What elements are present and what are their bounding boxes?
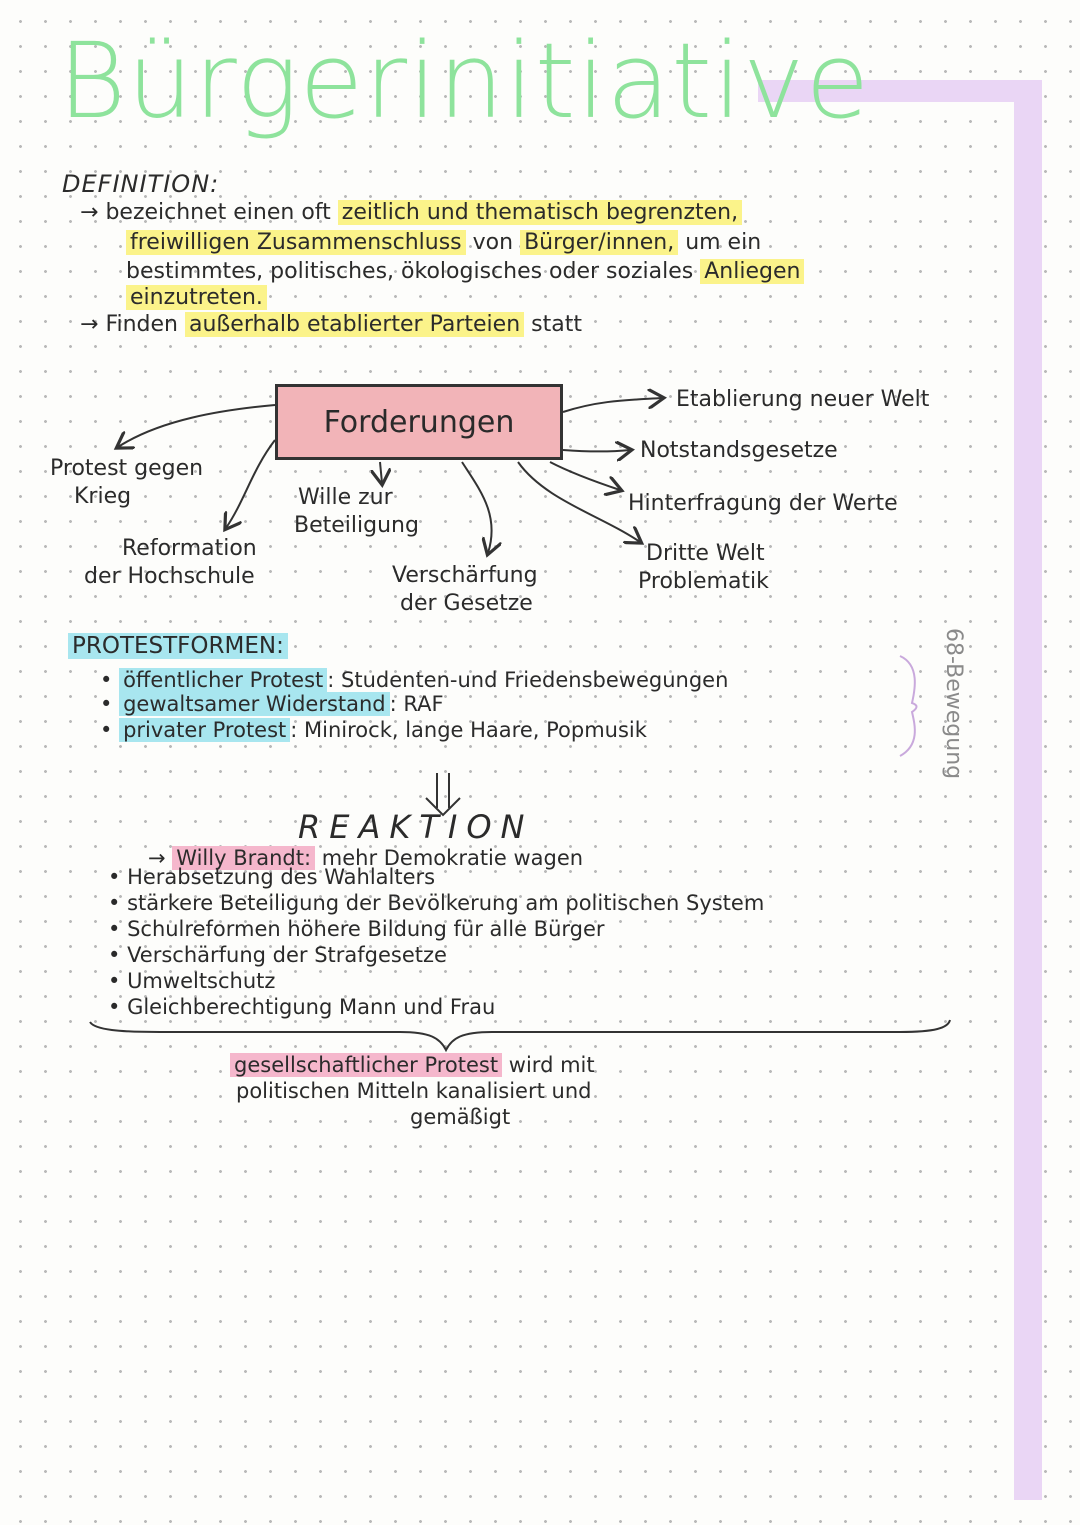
conclusion-highlight: gesellschaftlicher Protest: [230, 1053, 503, 1077]
connector-wille: [380, 461, 382, 483]
side-bracket: [899, 655, 918, 757]
protestform-term: gewaltsamer Widerstand: [119, 692, 390, 716]
protestform-detail: : Minirock, lange Haare, Popmusik: [290, 718, 647, 742]
node-line: Verschärfung: [392, 563, 538, 588]
node-line: Beteiligung: [294, 513, 419, 538]
arrow-right-icon: →: [148, 846, 166, 870]
definition-text: bezeichnet einen oft: [105, 200, 331, 225]
definition-highlight: einzutreten.: [126, 285, 267, 310]
node-line: Wille zur: [298, 485, 393, 510]
connector-verschaerfung: [461, 461, 492, 553]
forderungen-label: Forderungen: [323, 404, 515, 440]
conclusion-line-2: politischen Mitteln kanalisiert und: [236, 1079, 592, 1103]
arrow-right-icon: →: [80, 312, 99, 337]
reaktion-item-text: stärkere Beteiligung der Bevölkerung am …: [127, 891, 765, 915]
protestform-term: öffentlicher Protest: [119, 668, 328, 692]
definition-highlight: außerhalb etablierter Parteien: [185, 312, 525, 337]
page-title: Bürgerinitiative: [58, 20, 871, 142]
connector-hinterfragung: [549, 461, 620, 490]
definition-text: statt: [531, 312, 582, 337]
reaktion-item: • Herabsetzung des Wahlalters: [108, 865, 436, 889]
conclusion-text: wird mit: [508, 1053, 595, 1077]
reaktion-item: • Umweltschutz: [108, 969, 276, 993]
definition-highlight: Bürger/innen,: [520, 230, 679, 255]
protestformen-label: PROTESTFORMEN:: [68, 633, 288, 659]
definition-highlight: zeitlich und thematisch begrenzten,: [337, 200, 743, 225]
node-line: Problematik: [638, 569, 769, 594]
connector-notstand: [562, 450, 630, 452]
definition-text: von: [472, 230, 514, 255]
definition-line-1: → bezeichnet einen oft zeitlich und them…: [80, 200, 743, 225]
reaktion-item: • Gleichberechtigung Mann und Frau: [108, 995, 496, 1019]
node-line: Dritte Welt: [646, 541, 765, 566]
node-line: Reformation: [122, 536, 257, 561]
reaktion-title: REAKTION: [298, 808, 534, 846]
protestformen-heading: PROTESTFORMEN:: [68, 633, 288, 659]
reaktion-arrow-lines: [425, 773, 461, 817]
definition-line-4: einzutreten.: [126, 285, 267, 310]
definition-text: bestimmtes, politisches, ökologisches od…: [126, 259, 694, 284]
forderungen-box: Forderungen: [275, 384, 563, 460]
reaktion-item-text: Herabsetzung des Wahlalters: [127, 865, 436, 889]
reaktion-lead-text: mehr Demokratie wagen: [321, 846, 584, 870]
connector-dritte-welt: [517, 461, 640, 542]
side-label-68-bewegung: 68-Bewegung: [941, 628, 966, 780]
protestform-term: privater Protest: [119, 718, 291, 742]
reaktion-item: • Verschärfung der Strafgesetze: [108, 943, 447, 967]
node-etablierung-neuer-welt: Etablierung neuer Welt: [676, 387, 930, 412]
reaktion-item: • Schulreformen höhere Bildung für alle …: [108, 917, 605, 941]
protestform-detail: : Studenten-und Friedensbewegungen: [327, 668, 729, 692]
reaktion-lead-name: Willy Brandt:: [172, 846, 316, 870]
node-hinterfragung-werte: Hinterfragung der Werte: [628, 491, 898, 516]
node-reformation-hochschule: Reformation der Hochschule: [84, 535, 257, 591]
node-notstandsgesetze: Notstandsgesetze: [640, 438, 838, 463]
conclusion-line-3: gemäßigt: [410, 1105, 511, 1129]
protestform-item: • öffentlicher Protest: Studenten-und Fr…: [100, 668, 728, 692]
reaktion-item-text: Schulreformen höhere Bildung für alle Bü…: [127, 917, 605, 941]
definition-text: um ein: [685, 230, 762, 255]
definition-highlight: Anliegen: [700, 259, 805, 284]
definition-line-2: freiwilligen Zusammenschluss von Bürger/…: [126, 230, 761, 255]
bullet-icon: •: [100, 718, 113, 742]
protestform-detail: : RAF: [389, 692, 444, 716]
conclusion-line-1: gesellschaftlicher Protest wird mit: [230, 1052, 595, 1078]
conclusion-brace: [89, 1019, 951, 1053]
reaktion-item-text: Umweltschutz: [127, 969, 276, 993]
node-line: Protest gegen: [50, 456, 204, 481]
node-line: Krieg: [74, 484, 132, 509]
node-wille-zur-beteiligung: Wille zur Beteiligung: [294, 484, 419, 540]
protestform-item: • privater Protest: Minirock, lange Haar…: [100, 718, 647, 742]
connector-reform: [226, 439, 276, 528]
connector-etablierung: [562, 398, 662, 413]
protestform-item: • gewaltsamer Widerstand: RAF: [100, 692, 444, 716]
definition-line-3: bestimmtes, politisches, ökologisches od…: [126, 259, 805, 284]
node-dritte-welt: Dritte Welt Problematik: [638, 540, 769, 596]
reaktion-lead: → Willy Brandt: mehr Demokratie wagen: [148, 846, 583, 870]
lilac-title-strip: [758, 80, 1040, 102]
definition-label: DEFINITION:: [62, 170, 220, 198]
arrow-right-icon: →: [80, 200, 99, 225]
connector-protest: [118, 404, 276, 447]
reaktion-item: • stärkere Beteiligung der Bevölkerung a…: [108, 891, 765, 915]
lilac-margin-strip: [1014, 80, 1042, 1500]
reaktion-item-text: Verschärfung der Strafgesetze: [127, 943, 447, 967]
reaktion-list: • Herabsetzung des Wahlalters • stärkere…: [108, 864, 764, 1020]
reaktion-item-text: Gleichberechtigung Mann und Frau: [127, 995, 496, 1019]
node-protest-gegen-krieg: Protest gegen Krieg: [50, 455, 203, 511]
bullet-icon: •: [100, 692, 113, 716]
definition-text: Finden: [105, 312, 178, 337]
node-line: der Gesetze: [400, 591, 533, 616]
definition-highlight: freiwilligen Zusammenschluss: [126, 230, 466, 255]
bullet-icon: •: [100, 668, 113, 692]
node-line: der Hochschule: [84, 564, 255, 589]
node-verschaerfung-gesetze: Verschärfung der Gesetze: [392, 562, 538, 618]
definition-line-5: → Finden außerhalb etablierter Parteien …: [80, 312, 582, 337]
